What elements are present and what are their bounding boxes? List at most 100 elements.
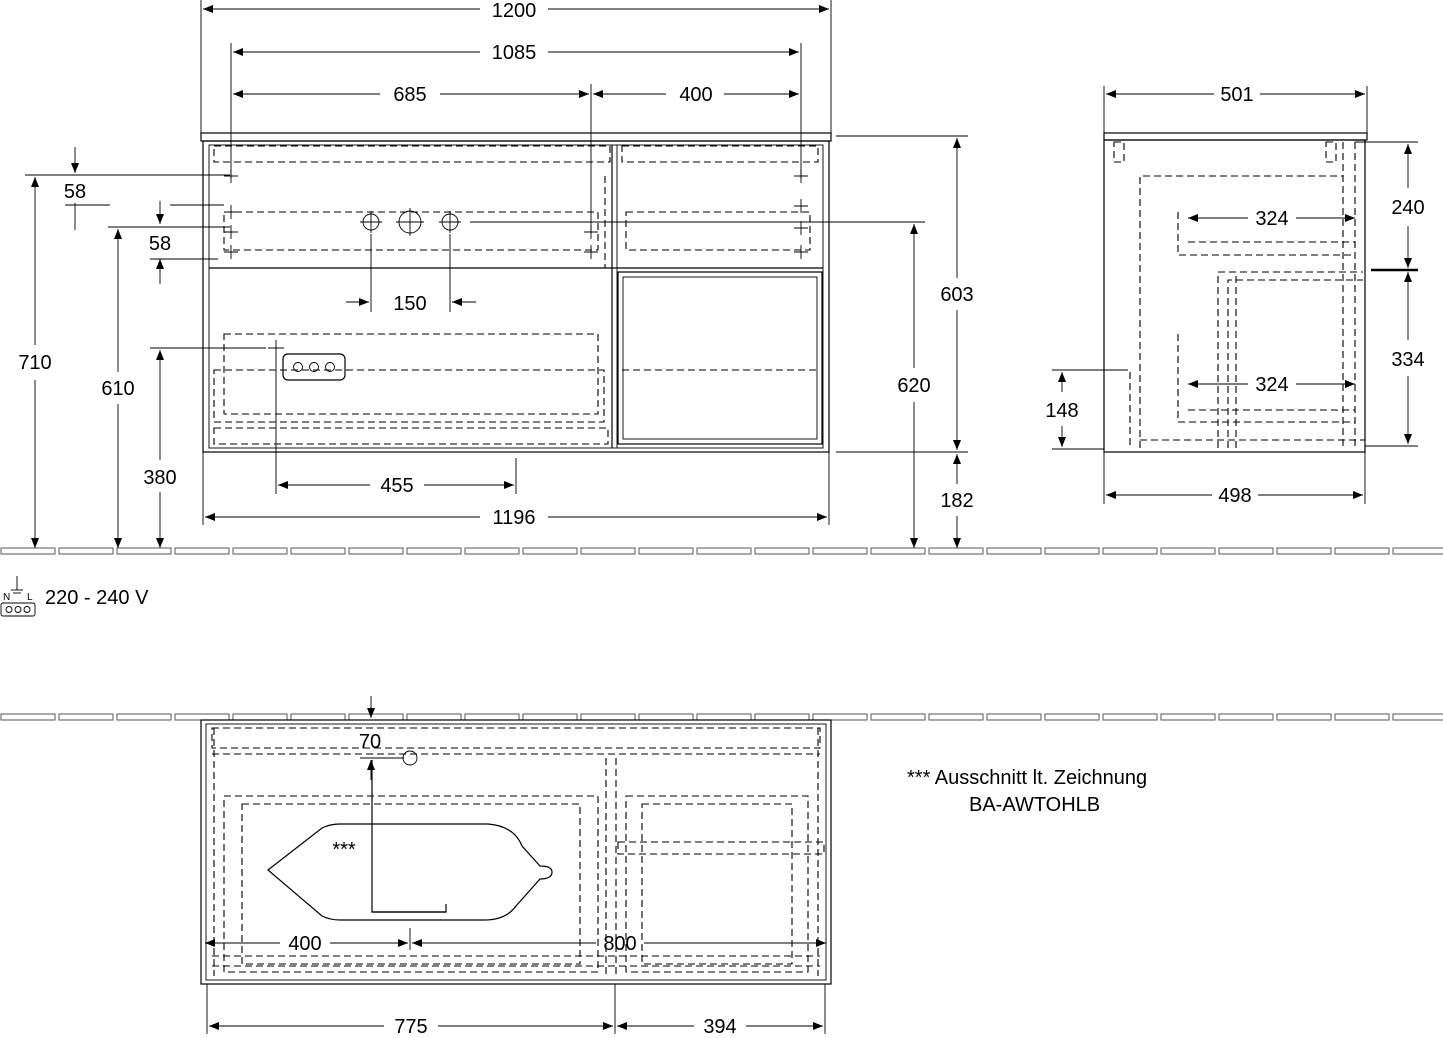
top-right-drawer-dashed	[625, 795, 809, 973]
dim-right-compartment: 400	[679, 84, 712, 106]
dim-top-right-394: 394	[703, 1016, 736, 1038]
dim-overall-width: 1200	[492, 0, 537, 22]
side-dashed-outline	[1139, 175, 1343, 448]
front-upper-drawer-right-dashed	[625, 211, 811, 251]
dim-offset-top-2: 58	[149, 233, 171, 255]
floor-segment	[928, 547, 984, 555]
terminal-n-label: N	[3, 592, 10, 603]
front-lower-drawer-box-dashed	[213, 369, 605, 423]
dim-bottom-width: 1196	[492, 507, 535, 529]
side-countertop	[1103, 132, 1368, 141]
top-cabinet-outline	[200, 719, 832, 985]
floor-segment	[174, 547, 230, 555]
floor-segment	[812, 713, 868, 721]
front-right-door	[617, 271, 823, 445]
floor-segment	[986, 547, 1042, 555]
floor-segment	[58, 547, 114, 555]
floor-segment	[986, 713, 1042, 721]
floor-segment	[348, 713, 404, 721]
dim-top-right-800: 800	[603, 933, 636, 955]
cutout-mark: ***	[332, 839, 356, 861]
floor-segment	[580, 713, 636, 721]
top-left-drawer-inner-dashed	[241, 803, 581, 965]
electrical-legend: N L 220 - 240 V	[0, 576, 149, 617]
dim-side-drawer-lower: 324	[1255, 374, 1288, 396]
floor-segment	[1102, 547, 1158, 555]
floor-segment	[1218, 713, 1274, 721]
floor-segment	[1044, 713, 1100, 721]
floor-segment	[116, 713, 172, 721]
basin-cutout-outline	[267, 823, 553, 921]
dim-side-height-148: 148	[1045, 400, 1078, 422]
floor-segment	[1392, 713, 1443, 721]
note-line-2: BA-AWTOHLB	[969, 794, 1100, 816]
side-upper-drawer-dashed	[1177, 212, 1355, 256]
dim-height-380: 380	[143, 467, 176, 489]
dim-side-top-depth: 501	[1220, 84, 1253, 106]
floor-segment	[870, 547, 926, 555]
voltage-label: 220 - 240 V	[45, 587, 149, 609]
terminal-l-label: L	[27, 592, 33, 603]
floor-segment	[464, 547, 520, 555]
top-right-drawer-inner-dashed	[641, 803, 793, 965]
side-door-dashed	[1227, 279, 1363, 448]
note-line-1: *** Ausschnitt lt. Zeichnung	[907, 767, 1147, 789]
floor-segment	[1044, 547, 1100, 555]
side-cabinet-body	[1103, 139, 1366, 453]
floor-segment	[58, 713, 114, 721]
top-left-drawer-dashed	[223, 795, 599, 973]
socket-terminal-icon: N L	[0, 576, 36, 617]
floor-segment	[1334, 547, 1390, 555]
floor-segment	[232, 547, 288, 555]
dim-total-height: 710	[18, 352, 51, 374]
tap-hole-icon	[360, 211, 382, 233]
cutout-note: *** Ausschnitt lt. Zeichnung BA-AWTOHLB	[907, 767, 1147, 816]
tap-hole-icon	[396, 208, 424, 236]
floor-segment	[1276, 547, 1332, 555]
floor-segment	[812, 547, 868, 555]
floor-segment	[1334, 713, 1390, 721]
side-lower-drawer-dashed	[1177, 334, 1355, 423]
floor-segment	[638, 713, 694, 721]
floor-segment	[522, 713, 578, 721]
dim-socket-offset: 455	[380, 475, 413, 497]
side-door-dashed	[1217, 271, 1363, 448]
floor-segment	[232, 713, 288, 721]
dim-inner-width: 1085	[492, 42, 537, 64]
front-cabinet-inner	[208, 144, 824, 449]
floor-lines	[0, 547, 1443, 721]
dim-side-drawer-upper: 324	[1255, 208, 1288, 230]
floor-segment	[522, 547, 578, 555]
floor-segment	[870, 713, 926, 721]
front-lower-drawer-dashed	[223, 333, 599, 415]
floor-segment	[696, 547, 752, 555]
floor-segment	[348, 547, 404, 555]
floor-segment	[1276, 713, 1332, 721]
dim-plinth-height: 182	[940, 490, 973, 512]
front-upper-drawer-dashed	[223, 211, 599, 251]
top-cabinet-inner	[205, 723, 827, 981]
top-shelf-dashed	[617, 841, 825, 855]
front-top-rail-right-dashed	[621, 145, 819, 163]
dim-height-620: 620	[897, 375, 930, 397]
dim-tap-spacing: 150	[393, 293, 426, 315]
front-bottom-rail-dashed	[213, 427, 609, 445]
floor-segment	[174, 713, 230, 721]
floor-segment	[290, 713, 346, 721]
floor-segment	[754, 713, 810, 721]
floor-segment	[638, 547, 694, 555]
dim-drain-offset: 70	[359, 731, 381, 753]
socket-icon	[282, 353, 346, 381]
floor-segment	[464, 713, 520, 721]
front-cross-marks	[224, 169, 808, 356]
side-view: 501 324 324 240 334 148 498	[1045, 84, 1424, 507]
floor-segment	[0, 713, 56, 721]
top-view: *** 70 400 800 775 394	[200, 696, 832, 1038]
floor-segment	[1160, 713, 1216, 721]
floor-segment	[116, 547, 172, 555]
front-countertop	[200, 132, 832, 142]
front-view: 1200 1085 685 400 58 58 710 610	[18, 0, 974, 548]
floor-segment	[928, 713, 984, 721]
front-cabinet-body	[202, 140, 830, 453]
